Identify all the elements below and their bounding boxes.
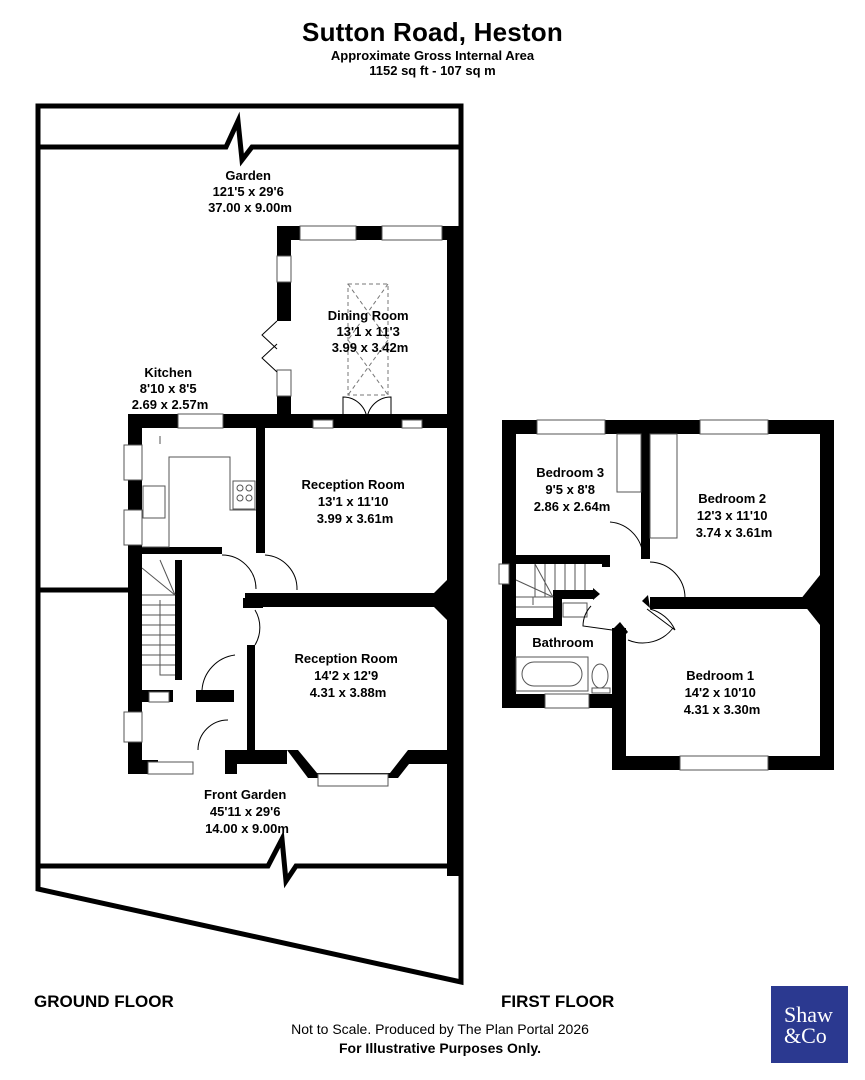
skylight (347, 283, 389, 396)
ground-doors (197, 554, 298, 751)
house-walls (128, 414, 461, 774)
room-label-bedroom-3: Bedroom 3 9'5 x 8'8 2.86 x 2.64m (534, 465, 611, 514)
room-label-bedroom-1: Bedroom 1 14'2 x 10'10 4.31 x 3.30m (684, 668, 761, 717)
first-floor-plan: Bedroom 3 9'5 x 8'8 2.86 x 2.64m Bedroom… (498, 419, 834, 771)
logo-line-2: &Co (784, 1022, 827, 1048)
room-label-bathroom: Bathroom (532, 635, 593, 650)
plan-header: Sutton Road, Heston Approximate Gross In… (0, 16, 865, 78)
plan-footer: Not to Scale. Produced by The Plan Porta… (190, 1020, 690, 1058)
agency-logo: Shaw &Co (771, 986, 848, 1063)
bay-window (287, 750, 420, 787)
area-subtitle: Approximate Gross Internal Area (330, 48, 535, 63)
ground-stairs (141, 559, 176, 676)
first-floor-label: FIRST FLOOR (501, 992, 615, 1011)
first-floor-walls (502, 420, 834, 770)
ground-floor-plan: Garden 121'5 x 29'6 37.00 x 9.00m Dining… (35, 103, 464, 986)
kitchen-units (142, 436, 256, 548)
room-label-garden: Garden 121'5 x 29'6 37.00 x 9.00m (208, 168, 292, 215)
illustrative-notice: For Illustrative Purposes Only. (338, 1040, 541, 1056)
area-total: 1152 sq ft - 107 sq m (369, 63, 496, 78)
room-label-bedroom-2: Bedroom 2 12'3 x 11'10 3.74 x 3.61m (696, 491, 773, 540)
wardrobes (616, 433, 678, 539)
ground-floor-label: GROUND FLOOR (34, 992, 174, 1011)
first-floor-doors (582, 521, 686, 644)
french-doors (261, 320, 392, 422)
property-title: Sutton Road, Heston (302, 17, 563, 47)
room-label-kitchen: Kitchen 8'10 x 8'5 2.69 x 2.57m (132, 365, 209, 412)
logo-line-1: Shaw (784, 1001, 833, 1027)
bathroom-fixtures (515, 602, 611, 694)
first-floor-stairs (515, 563, 586, 608)
room-label-reception-room-front: Reception Room 14'2 x 12'9 4.31 x 3.88m (295, 651, 402, 700)
room-label-dining-room: Dining Room 13'1 x 11'3 3.99 x 3.42m (328, 308, 413, 355)
dining-windows (276, 225, 443, 429)
room-label-reception-room-rear: Reception Room 13'1 x 11'10 3.99 x 3.61m (302, 477, 409, 526)
kitchen-windows (123, 413, 224, 775)
scale-disclaimer: Not to Scale. Produced by The Plan Porta… (291, 1021, 589, 1037)
first-floor-windows (498, 419, 769, 771)
room-label-front-garden: Front Garden 45'11 x 29'6 14.00 x 9.00m (204, 787, 290, 836)
